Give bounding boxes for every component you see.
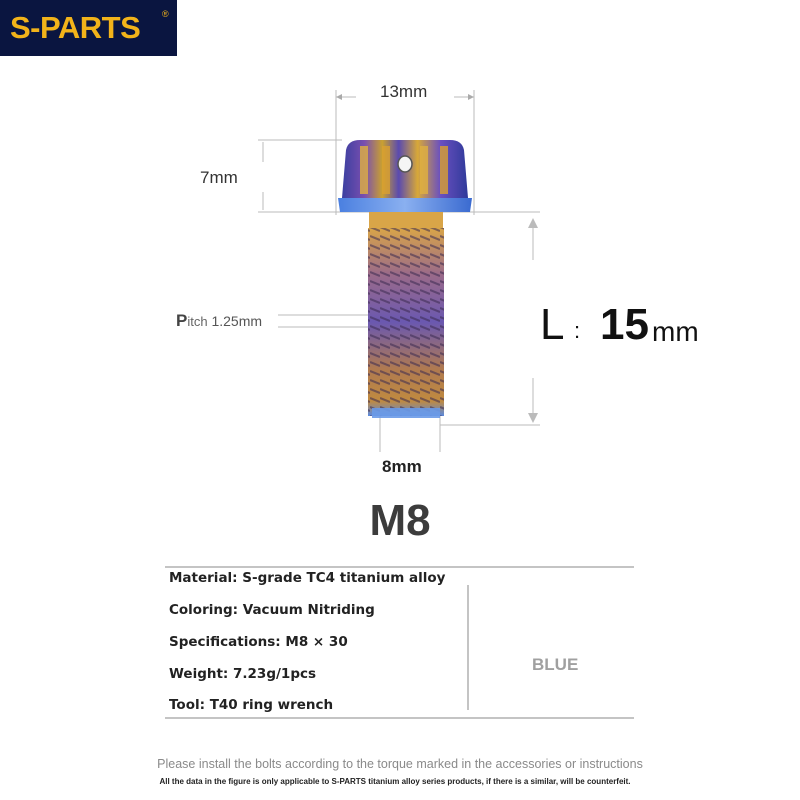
pitch-word: itch <box>187 314 208 329</box>
spec-specifications: Specifications: M8 × 30 <box>169 634 348 650</box>
length-letter: L <box>540 300 565 349</box>
spec-table: Material: S-grade TC4 titanium alloy Col… <box>165 566 635 718</box>
spec-tool: Tool: T40 ring wrench <box>169 697 334 713</box>
pitch-initial: P <box>176 311 188 330</box>
color-option-label: BLUE <box>532 655 579 674</box>
safety-wire-hole <box>397 155 413 173</box>
registered-mark: ® <box>162 9 169 19</box>
brand-name: S-PARTS <box>10 10 141 45</box>
length-dimension <box>440 222 540 426</box>
bolt-shank <box>368 212 444 418</box>
shank-diameter-dimension <box>379 415 441 452</box>
spec-table-lines <box>165 566 634 719</box>
bolt-flange <box>338 198 472 212</box>
length-colon: : <box>574 318 581 343</box>
brand-logo: S-PARTS ® <box>0 0 177 56</box>
head-width-label: 13mm <box>380 82 428 101</box>
install-note: Please install the bolts according to th… <box>157 757 643 771</box>
head-height-label: 7mm <box>200 168 238 187</box>
bolt-head <box>338 140 472 212</box>
pitch-leader <box>278 314 370 328</box>
length-value: 15 <box>600 300 649 349</box>
spec-material: Material: S-grade TC4 titanium alloy <box>169 570 446 586</box>
spec-coloring: Coloring: Vacuum Nitriding <box>169 602 375 618</box>
pitch-label: Pitch 1.25mm <box>176 311 262 331</box>
pitch-value: 1.25mm <box>211 313 263 329</box>
spec-weight: Weight: 7.23g/1pcs <box>169 666 317 682</box>
thread-size-title: M8 <box>369 496 431 545</box>
length-unit: mm <box>652 316 699 347</box>
shank-diameter-label: 8mm <box>382 457 422 476</box>
disclaimer-note: All the data in the figure is only appli… <box>159 777 631 786</box>
